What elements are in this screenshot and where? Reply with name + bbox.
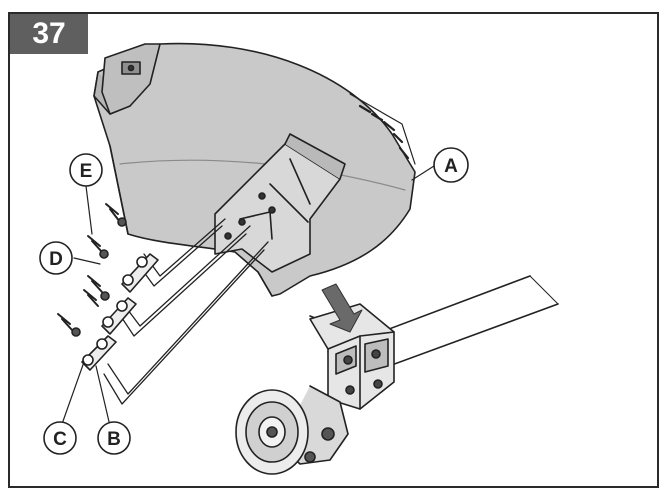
gear-head (235, 385, 349, 475)
middle-washer-plate (101, 297, 137, 335)
callout-e-label: E (80, 161, 93, 182)
figure-number-badge: 37 (10, 14, 88, 54)
callout-b: B (97, 421, 131, 455)
grass-guard (93, 42, 416, 297)
callout-d: D (39, 241, 73, 275)
alignment-lines (103, 218, 269, 405)
figure-frame: 37 (8, 12, 659, 488)
callout-b-label: B (107, 429, 121, 450)
lower-screws (57, 313, 81, 337)
lower-washer-plate (81, 335, 117, 371)
leader-lines (61, 165, 435, 427)
callout-d-label: D (49, 249, 63, 270)
callout-c-label: C (53, 429, 67, 450)
direction-arrow (321, 283, 363, 333)
guard-mounting-plate (214, 133, 346, 273)
callout-a: A (433, 147, 469, 183)
shaft-clamp (309, 303, 395, 410)
assembly-diagram: A E D C B (39, 42, 559, 475)
callout-c: C (43, 421, 77, 455)
upper-screws (87, 203, 127, 259)
callout-e: E (69, 153, 103, 187)
callout-a-label: A (444, 156, 458, 177)
middle-screws (83, 275, 110, 307)
upper-washer-plate (121, 253, 159, 293)
